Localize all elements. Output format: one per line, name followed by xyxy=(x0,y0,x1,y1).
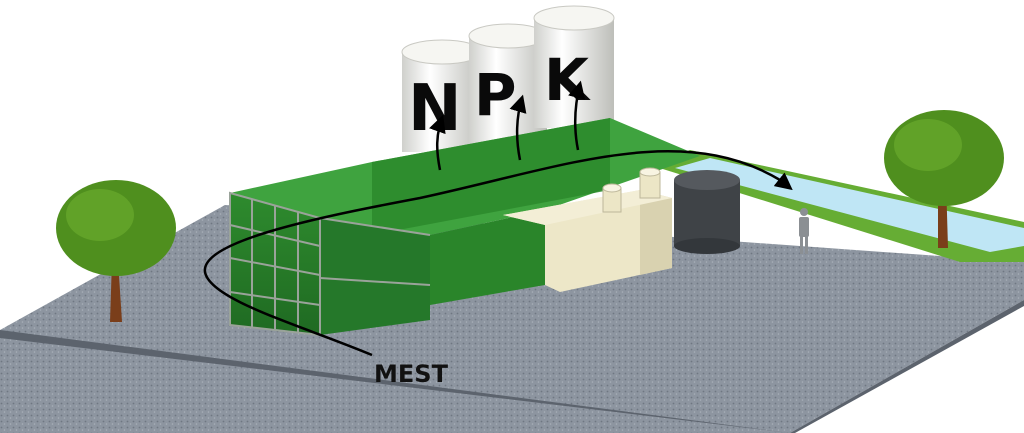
person-icon xyxy=(799,208,809,254)
arrow-icon xyxy=(429,114,446,171)
tree-icon xyxy=(884,110,1004,248)
tree-icon xyxy=(56,180,176,322)
arrow-icon xyxy=(203,150,793,357)
beige-unit xyxy=(503,167,672,292)
arrow-icon xyxy=(509,94,527,161)
arrow-icon xyxy=(568,80,586,151)
tank-label-k: K xyxy=(544,46,591,114)
stub-pipe-1 xyxy=(602,183,622,213)
tank-label-n: N xyxy=(408,72,462,146)
container-stack xyxy=(229,118,700,337)
water-channel xyxy=(675,158,1024,252)
tank-k xyxy=(533,5,615,128)
input-label-mest: MEST xyxy=(374,360,449,388)
grass-strip xyxy=(650,150,1024,262)
digester-tank xyxy=(674,170,740,254)
flow-arrows xyxy=(203,80,793,357)
tank-label-p: P xyxy=(474,61,517,129)
tank-n xyxy=(401,39,483,152)
stub-pipe-2 xyxy=(639,167,661,199)
npk-tanks: N P K xyxy=(401,5,615,152)
